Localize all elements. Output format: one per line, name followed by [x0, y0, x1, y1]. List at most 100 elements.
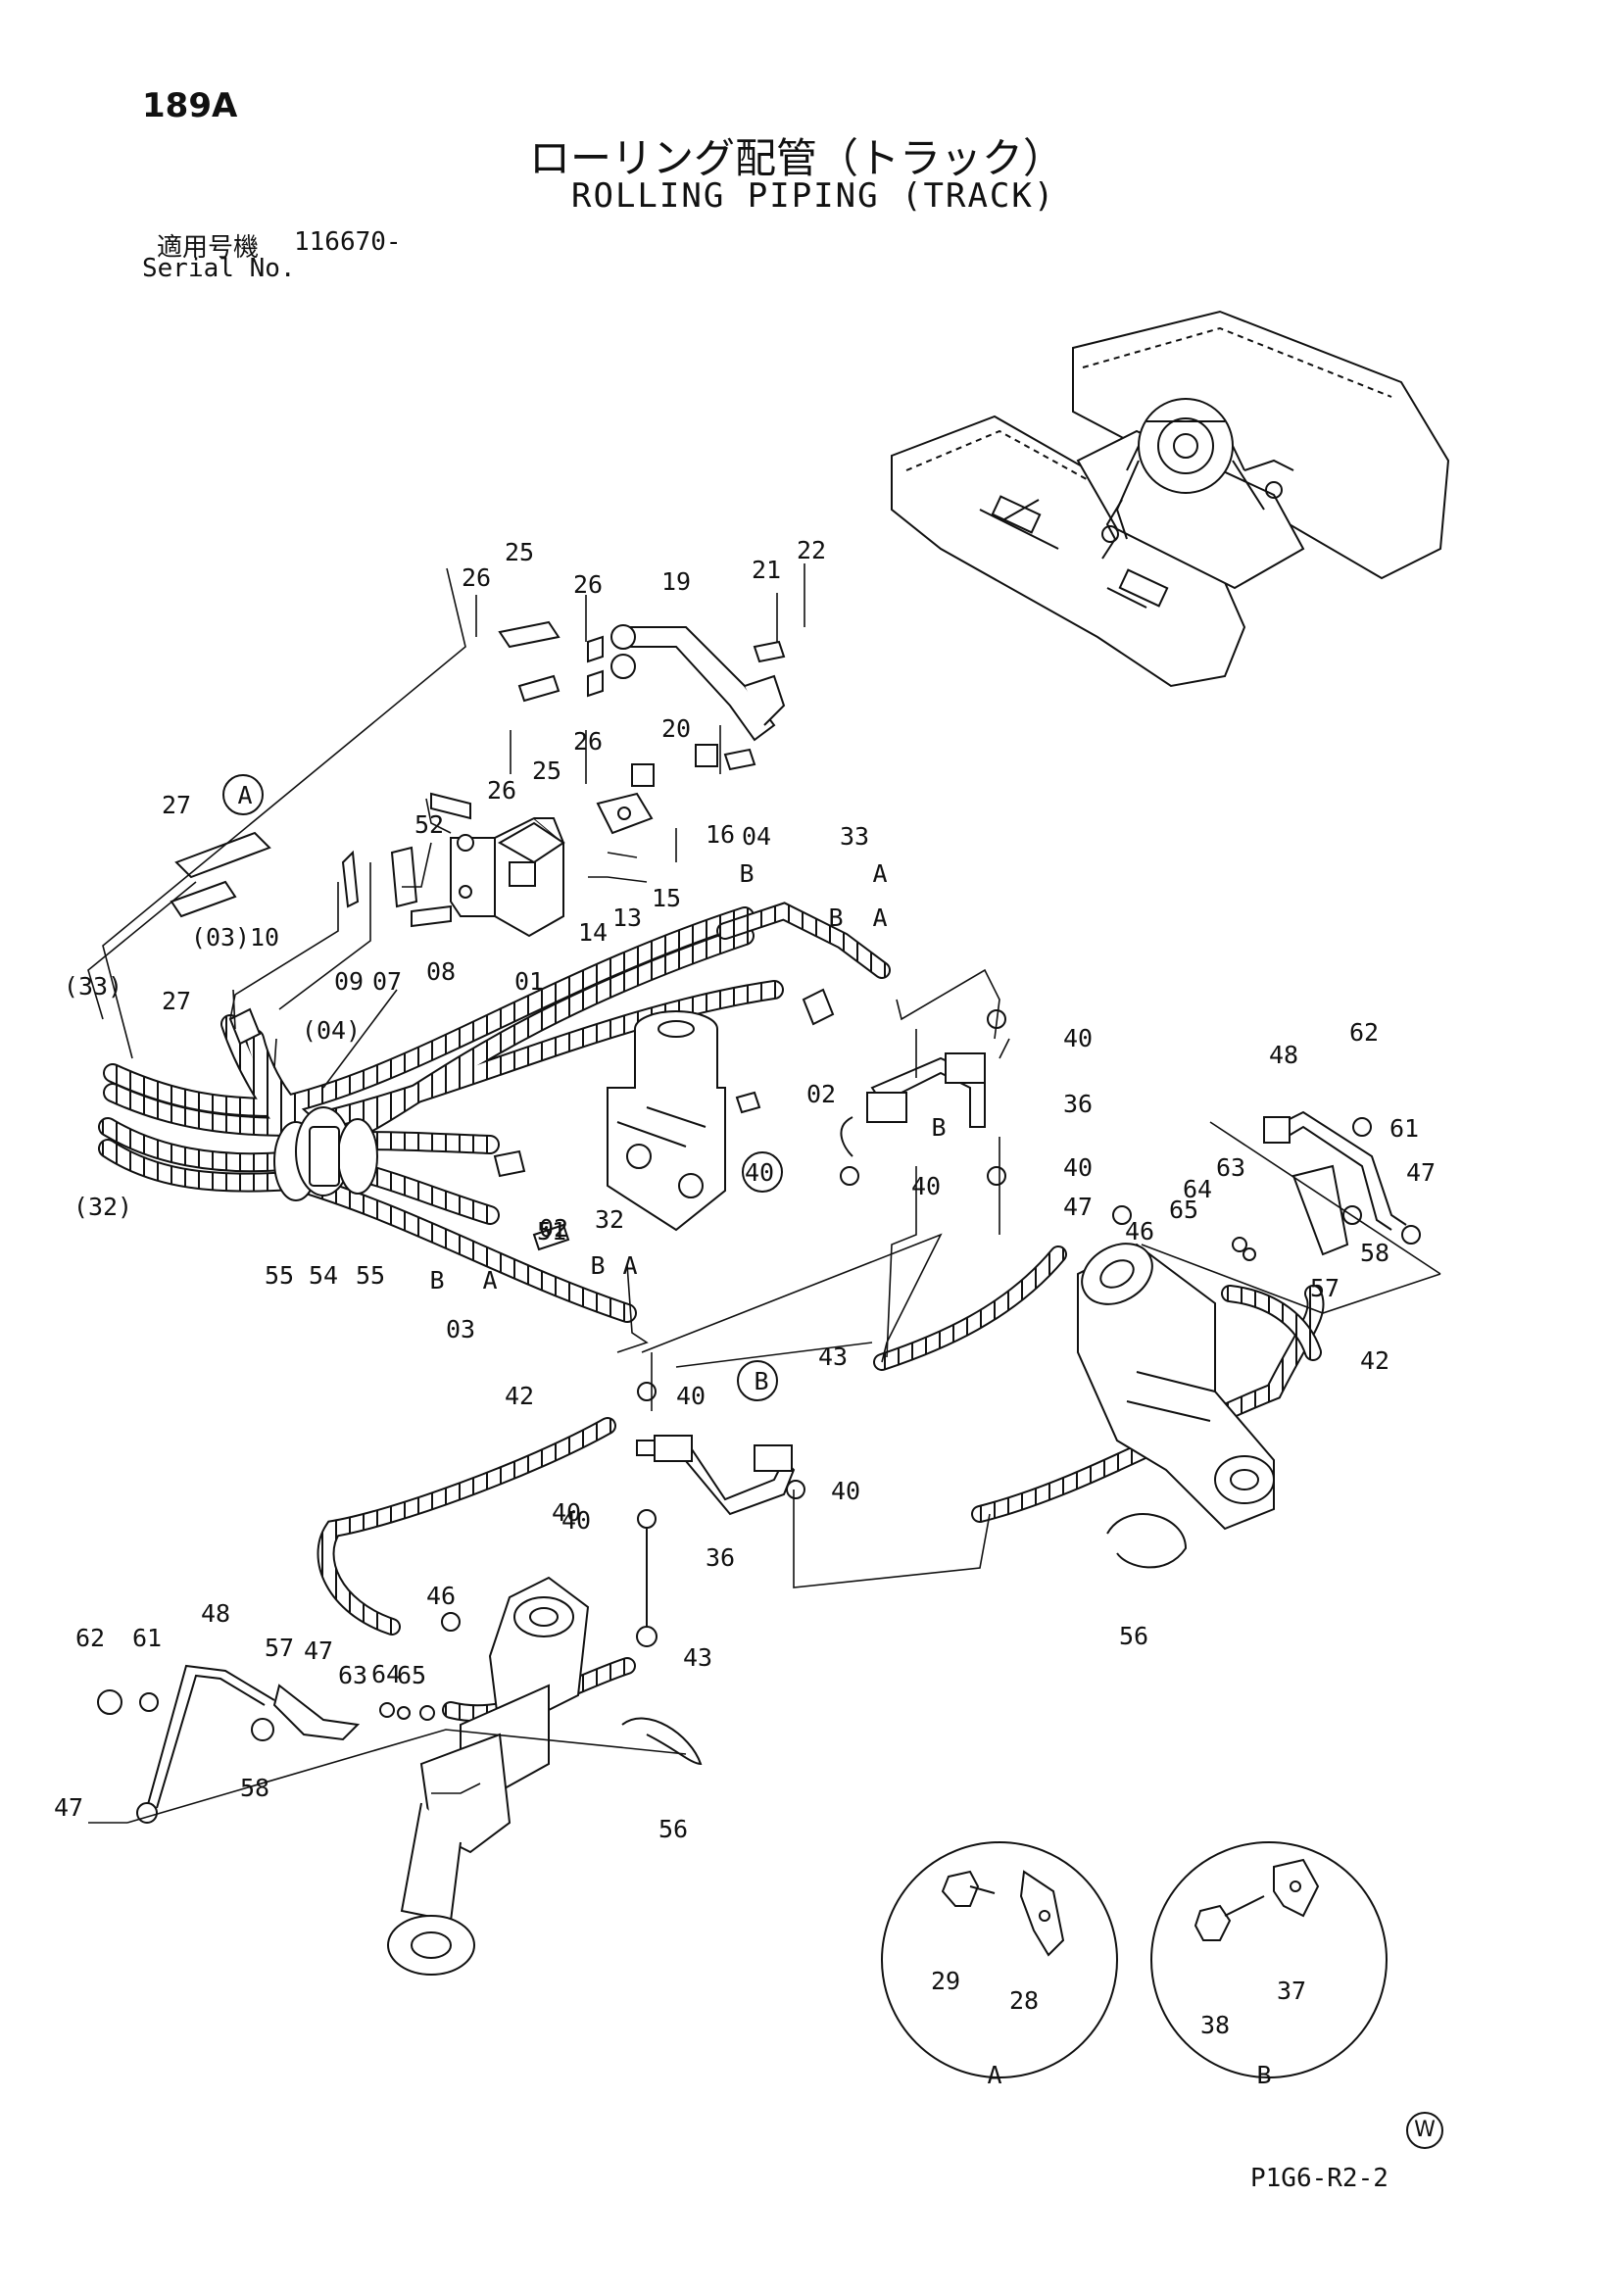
valve-block-01	[450, 816, 565, 938]
callout-label: B	[429, 1266, 444, 1295]
bundle-clamps	[273, 1106, 378, 1201]
callout-label: 62	[1349, 1018, 1379, 1047]
callout-label: 47	[54, 1793, 83, 1822]
title-japanese: ローリング配管（トラック）	[529, 134, 1065, 182]
callout-label: 25	[505, 538, 534, 566]
callout-label: 03	[446, 1315, 475, 1343]
reference-circle	[737, 1360, 778, 1401]
callout-label: 56	[1119, 1622, 1148, 1650]
callout-label: 64	[1183, 1175, 1212, 1203]
tube-36-lower	[636, 1382, 805, 1647]
callout-label: A	[237, 781, 252, 809]
callout-label: 40	[1063, 1024, 1093, 1052]
detail-circle-a	[881, 1841, 1118, 2078]
callout-label: 33	[840, 822, 869, 851]
callout-label: 26	[462, 563, 491, 592]
callout-label: 07	[372, 967, 402, 996]
top-fittings	[170, 620, 835, 1251]
callout-label: 63	[1216, 1153, 1245, 1182]
reference-circle	[742, 1151, 783, 1193]
callout-label: 55	[265, 1261, 294, 1290]
callout-label: 54	[309, 1261, 338, 1290]
serial-value: 116670-	[294, 227, 402, 257]
callout-label: 28	[1009, 1986, 1039, 2015]
left-tube-48	[97, 1612, 703, 1824]
center-joint	[607, 1010, 726, 1232]
callout-label: B	[931, 1113, 946, 1142]
callout-label: (32)	[73, 1193, 132, 1221]
callout-label: 26	[573, 570, 603, 599]
callout-label: 46	[426, 1582, 456, 1610]
callout-label: 01	[514, 967, 544, 996]
callout-label: B	[590, 1251, 605, 1280]
right-cylinder	[1077, 1243, 1275, 1531]
callout-label: 15	[652, 884, 681, 912]
callout-label: 40	[1063, 1153, 1093, 1182]
callout-label: (33)	[64, 972, 122, 1001]
callout-label: 38	[1200, 2011, 1230, 2039]
callout-label: A	[987, 2061, 1001, 2089]
callout-label: (03)	[191, 923, 250, 952]
drawing-code: P1G6-R2-2	[1250, 2164, 1389, 2193]
callout-label: 43	[818, 1343, 848, 1371]
callout-label: 43	[683, 1643, 712, 1672]
callout-label: 48	[201, 1599, 230, 1628]
callout-label: 36	[706, 1543, 735, 1572]
left-cylinder	[387, 1576, 590, 1976]
detail-circle-b	[1150, 1841, 1388, 2078]
callout-label: 42	[505, 1382, 534, 1410]
callout-label: 10	[250, 923, 279, 952]
w-mark: W	[1406, 2112, 1443, 2149]
undercarriage-overview	[891, 310, 1450, 688]
callout-label: 52	[414, 810, 444, 839]
callout-label: 13	[612, 904, 642, 932]
callout-label: 57	[265, 1634, 294, 1662]
serial-label-japanese: 適用号機	[157, 233, 260, 263]
callout-label: 61	[1389, 1114, 1419, 1143]
right-tube-48	[1106, 1110, 1421, 1569]
callout-label: 16	[706, 820, 735, 849]
callout-label: 47	[304, 1637, 333, 1665]
callout-label: 02	[539, 1214, 568, 1243]
callout-label: 14	[578, 918, 608, 947]
callout-label: 02	[806, 1080, 836, 1108]
callout-label: 57	[1310, 1274, 1340, 1302]
callout-label: A	[622, 1251, 637, 1280]
callout-label: 26	[573, 727, 603, 756]
serial-label-english: Serial No.	[142, 254, 296, 283]
callout-label: 42	[1360, 1346, 1389, 1375]
callout-label: 19	[661, 567, 691, 596]
callout-label: B	[828, 904, 843, 932]
callout-label: 22	[797, 536, 826, 564]
callout-label: 32	[595, 1205, 624, 1234]
callout-label: 40	[561, 1506, 591, 1535]
callout-label: 63	[338, 1661, 367, 1689]
callout-label: 40	[831, 1477, 860, 1505]
callout-label: 40	[911, 1172, 941, 1200]
callout-label: B	[1256, 2061, 1271, 2089]
callout-label: 46	[1125, 1217, 1154, 1246]
reference-circle	[222, 774, 264, 815]
callout-label: 09	[334, 967, 364, 996]
callout-label: 65	[397, 1661, 426, 1689]
callout-label: 40	[745, 1158, 774, 1187]
callout-label: 37	[1277, 1977, 1306, 2005]
callout-label: 61	[132, 1624, 162, 1652]
callout-label: 56	[658, 1815, 688, 1843]
callout-label: 51	[537, 1217, 566, 1246]
title-english: ROLLING PIPING (TRACK)	[571, 176, 1056, 216]
callout-label: 20	[661, 714, 691, 743]
callout-label: 29	[931, 1967, 960, 1995]
callout-label: 08	[426, 957, 456, 986]
callout-label: 47	[1063, 1193, 1093, 1221]
callout-label: 48	[1269, 1041, 1298, 1069]
callout-label: 65	[1169, 1196, 1198, 1224]
callout-label: 36	[1063, 1090, 1093, 1118]
callout-label: A	[872, 904, 887, 932]
callout-label: 64	[371, 1660, 401, 1688]
callout-label: A	[482, 1266, 497, 1295]
callout-label: 40	[676, 1382, 706, 1410]
callout-label: 25	[532, 757, 561, 785]
